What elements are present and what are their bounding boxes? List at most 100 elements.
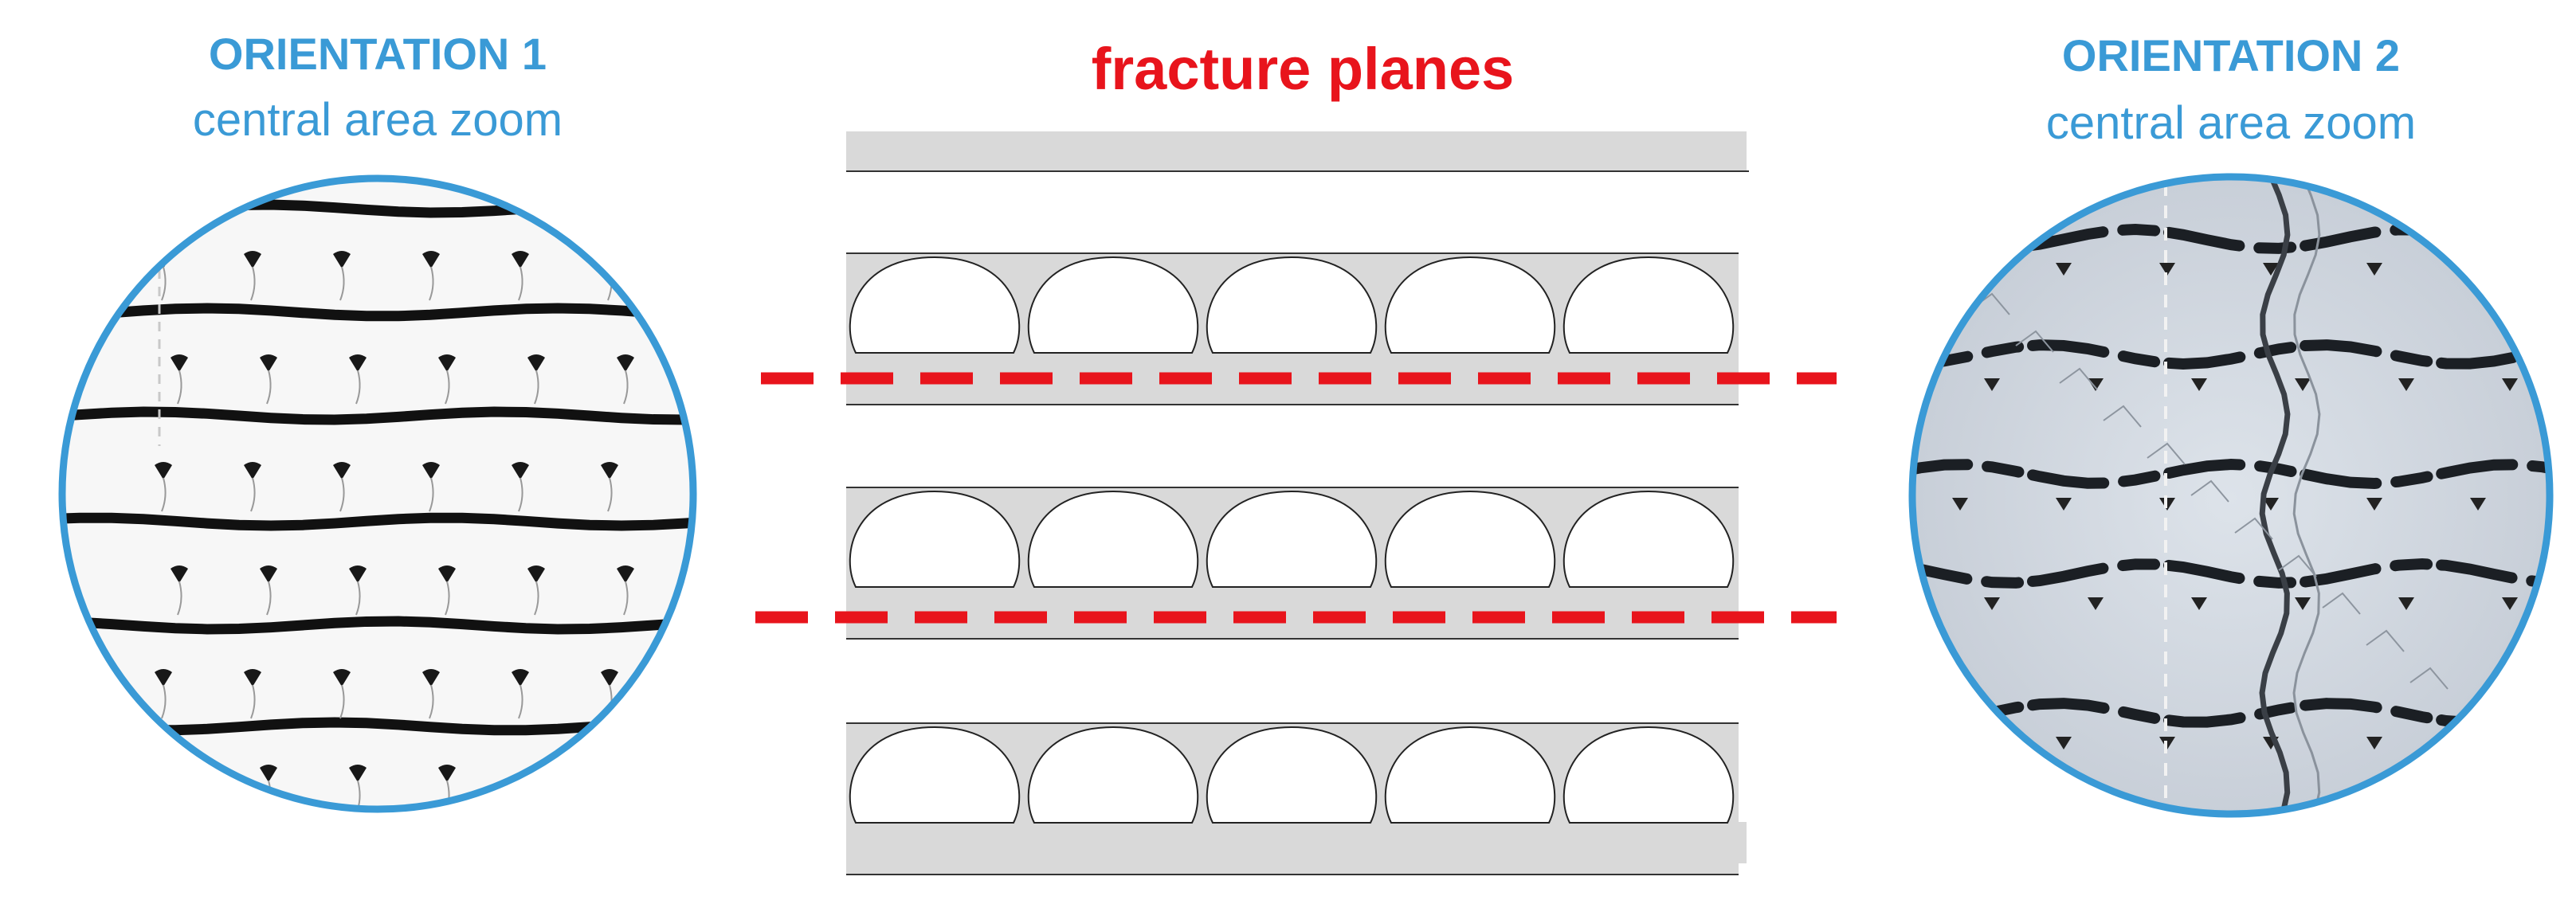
void-mark	[349, 354, 367, 372]
surface-texture	[2234, 517, 2273, 540]
fiber-trace	[445, 581, 450, 616]
deposition-bead	[1384, 490, 1556, 588]
void-mark	[171, 565, 188, 583]
right-panel-subtitle: central area zoom	[2045, 97, 2417, 149]
void-mark	[438, 354, 456, 372]
void-mark	[333, 462, 351, 479]
fiber-trace	[250, 684, 256, 719]
deposition-bead	[1027, 256, 1199, 354]
fiber-trace	[355, 780, 361, 809]
void-mark	[2295, 597, 2311, 610]
fiber-trace	[518, 684, 523, 719]
void-mark	[244, 251, 261, 268]
deposition-bead	[1206, 490, 1378, 588]
void-mark	[244, 669, 261, 687]
deposition-bead	[1384, 726, 1556, 824]
fiber-trace	[161, 684, 167, 719]
void-mark	[2502, 597, 2518, 610]
bead-row	[846, 487, 1739, 640]
layer-boundary-stripe	[1912, 558, 2550, 589]
deposition-bead	[1562, 726, 1735, 824]
fiber-trace	[429, 684, 434, 719]
void-mark	[2295, 378, 2311, 391]
void-mark	[244, 462, 261, 479]
surface-texture	[2190, 479, 2229, 503]
fiber-trace	[161, 266, 167, 301]
layer-boundary-stripe	[62, 616, 693, 635]
deposition-bead	[1206, 256, 1378, 354]
fiber-trace	[534, 370, 539, 405]
layer-boundary-stripe	[1912, 459, 2550, 489]
fiber-trace	[339, 684, 345, 719]
bead-row	[846, 722, 1739, 875]
fiber-trace	[355, 370, 361, 405]
fiber-trace	[355, 581, 361, 616]
void-mark	[512, 669, 529, 687]
void-mark	[333, 251, 351, 268]
fiber-trace	[339, 266, 345, 301]
void-mark	[2159, 263, 2175, 276]
void-mark	[601, 462, 618, 479]
surface-texture	[2322, 592, 2361, 615]
void-mark	[2263, 263, 2279, 276]
void-mark	[2263, 498, 2279, 511]
void-mark	[527, 565, 545, 583]
void-mark	[512, 462, 529, 479]
deposition-bead	[1562, 256, 1735, 354]
fiber-trace	[429, 266, 434, 301]
void-mark	[2191, 597, 2207, 610]
layer-boundary-stripe	[62, 512, 693, 531]
void-mark	[422, 669, 440, 687]
fiber-trace	[623, 581, 629, 616]
fiber-trace	[177, 581, 182, 616]
void-mark	[617, 565, 634, 583]
void-mark	[2088, 378, 2104, 391]
deposition-bead	[1384, 256, 1556, 354]
deposition-bead	[1562, 490, 1735, 588]
deposition-bead	[1027, 726, 1199, 824]
void-mark	[512, 251, 529, 268]
fiber-trace	[518, 266, 523, 301]
fiber-trace	[266, 581, 272, 616]
deposition-bead	[1027, 490, 1199, 588]
fiber-trace	[429, 477, 434, 512]
fiber-trace	[339, 477, 345, 512]
fiber-trace	[534, 581, 539, 616]
void-mark	[171, 354, 188, 372]
surface-texture	[2409, 667, 2449, 690]
void-mark	[2366, 263, 2382, 276]
fiber-trace	[518, 477, 523, 512]
deposition-bead	[849, 726, 1021, 824]
fiber-trace	[607, 477, 613, 512]
void-mark	[2366, 737, 2382, 749]
right-panel-title: ORIENTATION 2	[2061, 30, 2401, 80]
surface-texture	[2147, 442, 2186, 465]
void-mark	[2366, 498, 2382, 511]
void-mark	[333, 669, 351, 687]
fiber-trace	[250, 266, 256, 301]
void-mark	[2056, 263, 2072, 276]
void-mark	[2191, 378, 2207, 391]
fiber-trace	[623, 370, 629, 405]
fiber-trace	[177, 370, 182, 405]
deposition-bead	[849, 256, 1021, 354]
surface-texture	[2059, 367, 2098, 390]
void-mark	[2502, 378, 2518, 391]
surface-texture	[2015, 330, 2054, 353]
fracture-planes-title: fracture planes	[1091, 36, 1515, 102]
void-mark	[260, 765, 277, 782]
void-mark	[260, 565, 277, 583]
void-mark	[438, 765, 456, 782]
void-mark	[2056, 498, 2072, 511]
void-mark	[527, 354, 545, 372]
deposition-bead	[1206, 726, 1378, 824]
surface-texture	[2366, 629, 2405, 652]
void-mark	[2088, 597, 2104, 610]
void-mark	[601, 669, 618, 687]
void-mark	[349, 565, 367, 583]
surface-texture	[2103, 405, 2142, 428]
void-mark	[1984, 597, 2000, 610]
void-mark	[155, 462, 172, 479]
deposition-bead	[849, 490, 1021, 588]
